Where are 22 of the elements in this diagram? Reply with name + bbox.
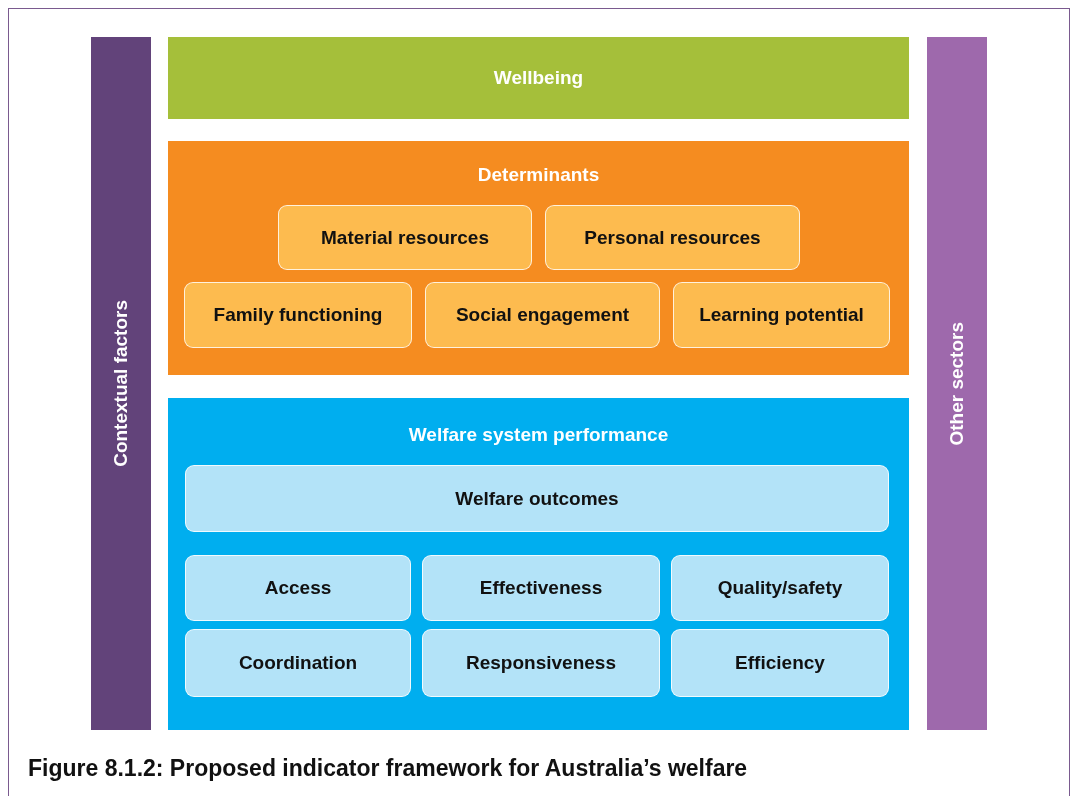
- category-box: Social engagement: [425, 282, 660, 348]
- category-box: Personal resources: [545, 205, 800, 270]
- panel-title: Welfare system performance: [407, 424, 670, 446]
- panel-title: Determinants: [476, 164, 601, 186]
- category-box: Efficiency: [671, 629, 889, 697]
- category-box: Access: [185, 555, 411, 621]
- bar-label: Other sectors: [946, 321, 968, 446]
- category-box: Learning potential: [673, 282, 890, 348]
- category-box: Welfare outcomes: [185, 465, 889, 532]
- category-box: Material resources: [278, 205, 532, 270]
- side-bar: [927, 37, 987, 730]
- category-box: Quality/safety: [671, 555, 889, 621]
- category-box: Coordination: [185, 629, 411, 697]
- bar-label: Contextual factors: [110, 300, 132, 467]
- category-box: Responsiveness: [422, 629, 660, 697]
- layer-panel: [168, 398, 909, 730]
- side-bar: [91, 37, 151, 730]
- category-box: Effectiveness: [422, 555, 660, 621]
- layer-panel: [168, 141, 909, 375]
- layer-band: Wellbeing: [168, 37, 909, 119]
- category-box: Family functioning: [184, 282, 412, 348]
- figure-caption: Figure 8.1.2: Proposed indicator framework for Australia’s welfare: [28, 755, 748, 782]
